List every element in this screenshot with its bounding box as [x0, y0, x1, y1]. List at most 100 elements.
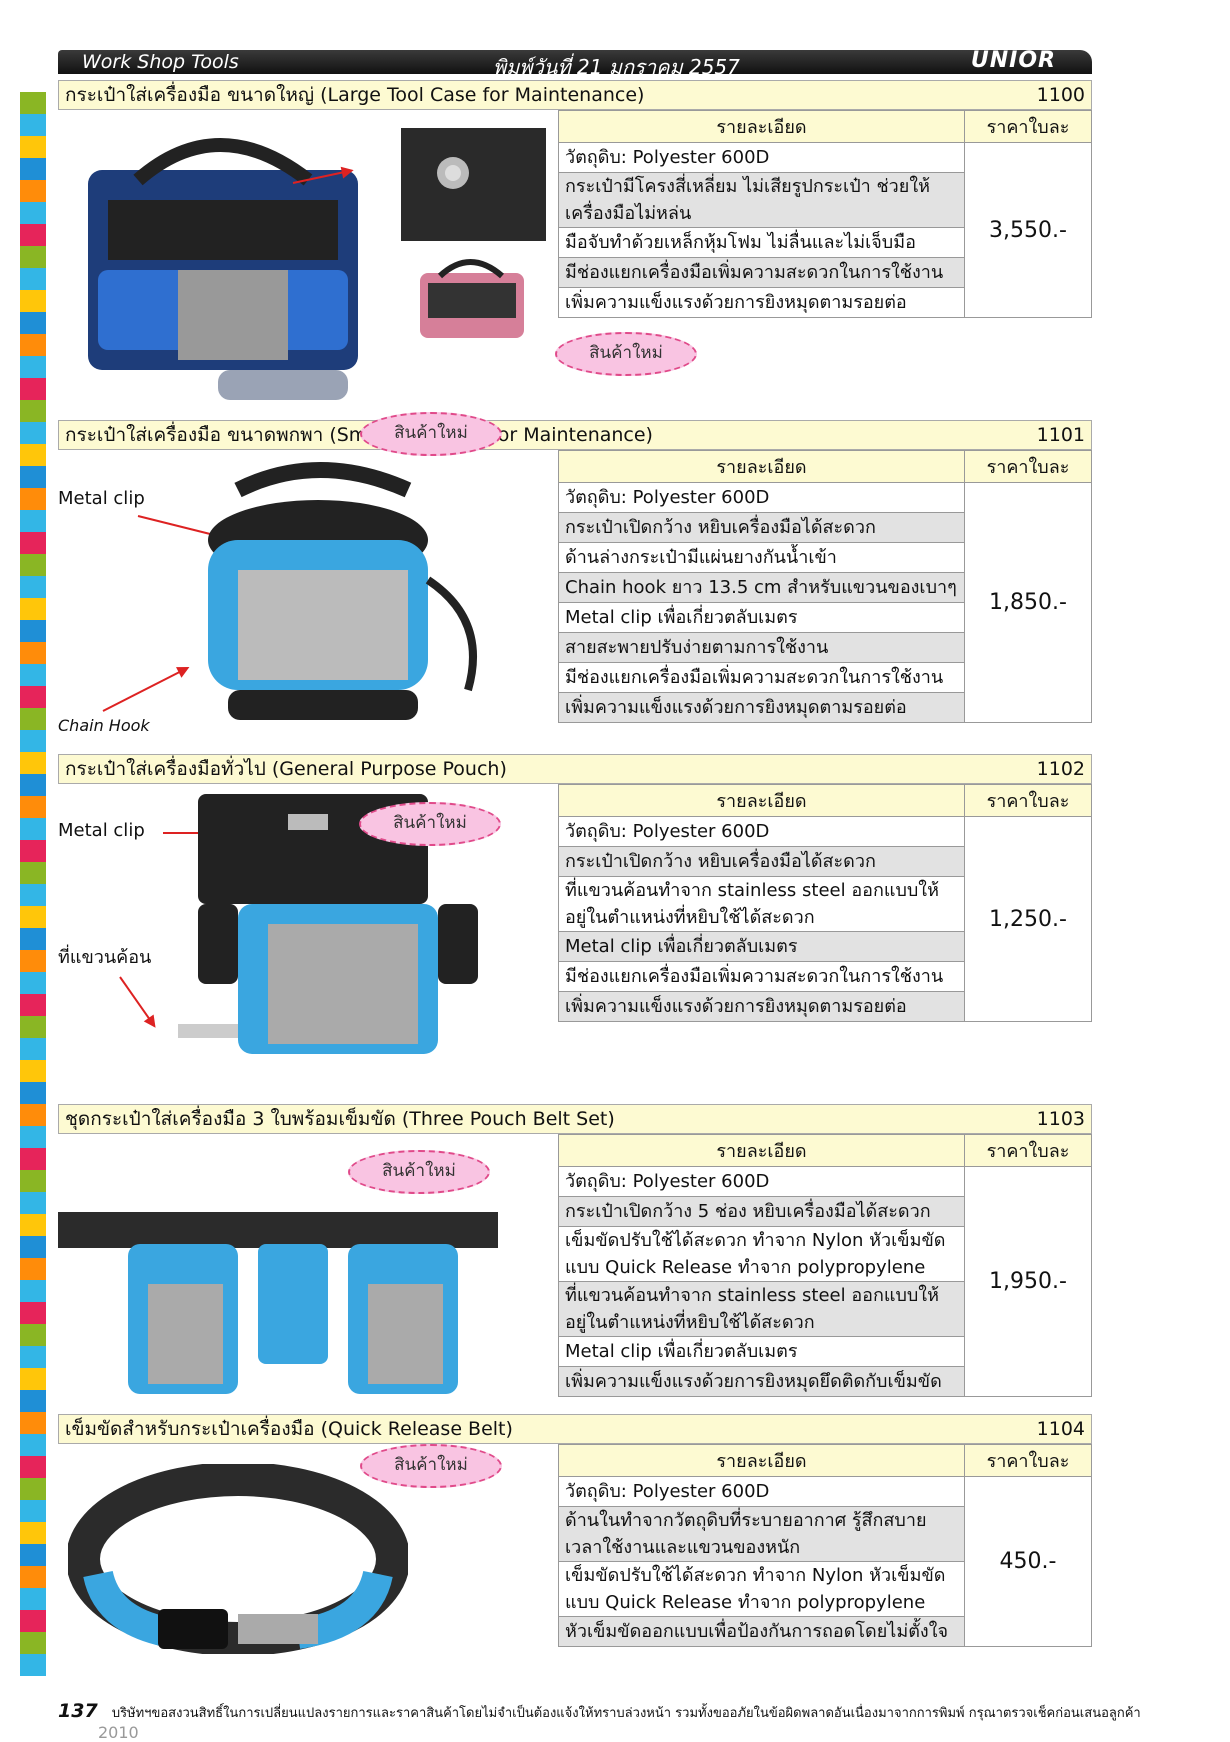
color-tab	[20, 1016, 46, 1038]
section-title-bar: ชุดกระเป๋าใส่เครื่องมือ 3 ใบพร้อมเข็มขัด…	[58, 1104, 1092, 1134]
detail-row: มือจับทำด้วยเหล็กหุ้มโฟม ไม่ลื่นและไม่เจ…	[558, 227, 965, 258]
detail-row: เพิ่มความแข็งแรงด้วยการยิงหมุดตามรอยต่อ	[558, 692, 965, 723]
color-tab	[20, 290, 46, 312]
color-tab	[20, 1368, 46, 1390]
three-pouch-belt-photo	[58, 1212, 498, 1394]
section-title-bar: กระเป๋าใส่เครื่องมือทั่วไป (General Purp…	[58, 754, 1092, 784]
color-tab	[20, 1236, 46, 1258]
detail-row: วัตถุดิบ: Polyester 600D	[558, 482, 965, 513]
detail-row: เพิ่มความแข็งแรงด้วยการยิงหมุดยึดติดกับเ…	[558, 1366, 965, 1397]
color-tab	[20, 1104, 46, 1126]
price-header: ราคาใบละ	[964, 110, 1092, 143]
color-tab	[20, 466, 46, 488]
color-tab	[20, 576, 46, 598]
new-product-badge: สินค้าใหม่	[555, 332, 697, 376]
color-tab	[20, 400, 46, 422]
detail-row: มีช่องแยกเครื่องมือเพิ่มความสะดวกในการใช…	[558, 257, 965, 288]
brand-logo: UNIOR	[970, 48, 1056, 73]
color-tab	[20, 158, 46, 180]
detail-row: วัตถุดิบ: Polyester 600D	[558, 1476, 965, 1507]
color-tab	[20, 906, 46, 928]
detail-header: รายละเอียด	[558, 110, 965, 143]
color-tab	[20, 950, 46, 972]
detail-row: เข็มขัดปรับใช้ได้สะดวก ทำจาก Nylon หัวเข…	[558, 1561, 965, 1617]
color-tab	[20, 1214, 46, 1236]
color-tab	[20, 818, 46, 840]
color-tab	[20, 1280, 46, 1302]
product-title: เข็มขัดสำหรับกระเป๋าเครื่องมือ (Quick Re…	[65, 1418, 513, 1440]
color-tab	[20, 334, 46, 356]
new-product-badge: สินค้าใหม่	[348, 1150, 490, 1194]
detail-row: เพิ่มความแข็งแรงด้วยการยิงหมุดตามรอยต่อ	[558, 287, 965, 318]
color-tab	[20, 972, 46, 994]
detail-row: ที่แขวนค้อนทำจาก stainless steel ออกแบบใ…	[558, 1281, 965, 1337]
detail-row: ด้านในทำจากวัตถุดิบที่ระบายอากาศ รู้สึกส…	[558, 1506, 965, 1562]
detail-header: รายละเอียด	[558, 1134, 965, 1167]
color-tab	[20, 884, 46, 906]
color-tab	[20, 114, 46, 136]
product-code: 1104	[1036, 1418, 1085, 1440]
color-tab	[20, 312, 46, 334]
new-product-badge: สินค้าใหม่	[360, 412, 502, 456]
color-tab	[20, 730, 46, 752]
metal-clip-label: Metal clip	[58, 820, 145, 841]
detail-row: วัตถุดิบ: Polyester 600D	[558, 1166, 965, 1197]
spec-table: รายละเอียด ราคาใบละ วัตถุดิบ: Polyester …	[558, 1134, 1092, 1397]
color-tab	[20, 1126, 46, 1148]
color-tab	[20, 1324, 46, 1346]
detail-row: ที่แขวนค้อนทำจาก stainless steel ออกแบบใ…	[558, 876, 965, 932]
product-price: 450.-	[964, 1476, 1092, 1647]
color-tab	[20, 1588, 46, 1610]
product-title: ชุดกระเป๋าใส่เครื่องมือ 3 ใบพร้อมเข็มขัด…	[65, 1108, 615, 1130]
color-tab	[20, 1060, 46, 1082]
color-tab	[20, 356, 46, 378]
color-tab	[20, 928, 46, 950]
detail-row: เพิ่มความแข็งแรงด้วยการยิงหมุดตามรอยต่อ	[558, 991, 965, 1022]
color-tab	[20, 1192, 46, 1214]
color-tab	[20, 224, 46, 246]
catalog-category: Work Shop Tools	[82, 51, 239, 73]
price-header: ราคาใบละ	[964, 1134, 1092, 1167]
price-header: ราคาใบละ	[964, 450, 1092, 483]
detail-row: กระเป๋าเปิดกว้าง หยิบเครื่องมือได้สะดวก	[558, 846, 965, 877]
color-tab	[20, 92, 46, 114]
color-tab	[20, 1412, 46, 1434]
detail-row: Metal clip เพื่อเกี่ยวตลับเมตร	[558, 1336, 965, 1367]
detail-row: วัตถุดิบ: Polyester 600D	[558, 142, 965, 173]
color-tab	[20, 862, 46, 884]
color-tab	[20, 994, 46, 1016]
color-tab	[20, 136, 46, 158]
color-tab	[20, 1566, 46, 1588]
price-header: ราคาใบละ	[964, 784, 1092, 817]
color-tab	[20, 1500, 46, 1522]
color-tab	[20, 620, 46, 642]
spec-table: รายละเอียด ราคาใบละ วัตถุดิบ: Polyester …	[558, 450, 1092, 723]
print-date: พิมพ์วันที่ 21 มกราคม 2557	[493, 55, 740, 79]
detail-row: วัตถุดิบ: Polyester 600D	[558, 816, 965, 847]
detail-row: กระเป๋าเปิดกว้าง 5 ช่อง หยิบเครื่องมือได…	[558, 1196, 965, 1227]
page-number: 137	[58, 1700, 98, 1722]
tool-case-small-view-photo	[420, 259, 524, 338]
new-product-badge: สินค้าใหม่	[360, 1444, 502, 1488]
color-tab	[20, 202, 46, 224]
color-tab	[20, 1170, 46, 1192]
color-tab	[20, 1038, 46, 1060]
spec-table: รายละเอียด ราคาใบละ วัตถุดิบ: Polyester …	[558, 110, 1092, 318]
color-tab	[20, 1632, 46, 1654]
arrow-to-hammer-holder	[119, 976, 156, 1027]
color-tab	[20, 554, 46, 576]
product-title: กระเป๋าใส่เครื่องมือทั่วไป (General Purp…	[65, 758, 507, 780]
color-tab	[20, 488, 46, 510]
color-tab	[20, 1544, 46, 1566]
section-title-bar: เข็มขัดสำหรับกระเป๋าเครื่องมือ (Quick Re…	[58, 1414, 1092, 1444]
large-tool-case-photo	[88, 138, 358, 400]
color-tab	[20, 708, 46, 730]
color-tab	[20, 796, 46, 818]
detail-row: ด้านล่างกระเป๋ามีแผ่นยางกันน้ำเข้า	[558, 542, 965, 573]
rivet-closeup-photo	[401, 128, 546, 241]
small-tool-case-photo	[208, 462, 477, 720]
color-tab	[20, 510, 46, 532]
detail-row: Metal clip เพื่อเกี่ยวตลับเมตร	[558, 602, 965, 633]
color-tab	[20, 774, 46, 796]
product-code: 1102	[1036, 758, 1085, 780]
